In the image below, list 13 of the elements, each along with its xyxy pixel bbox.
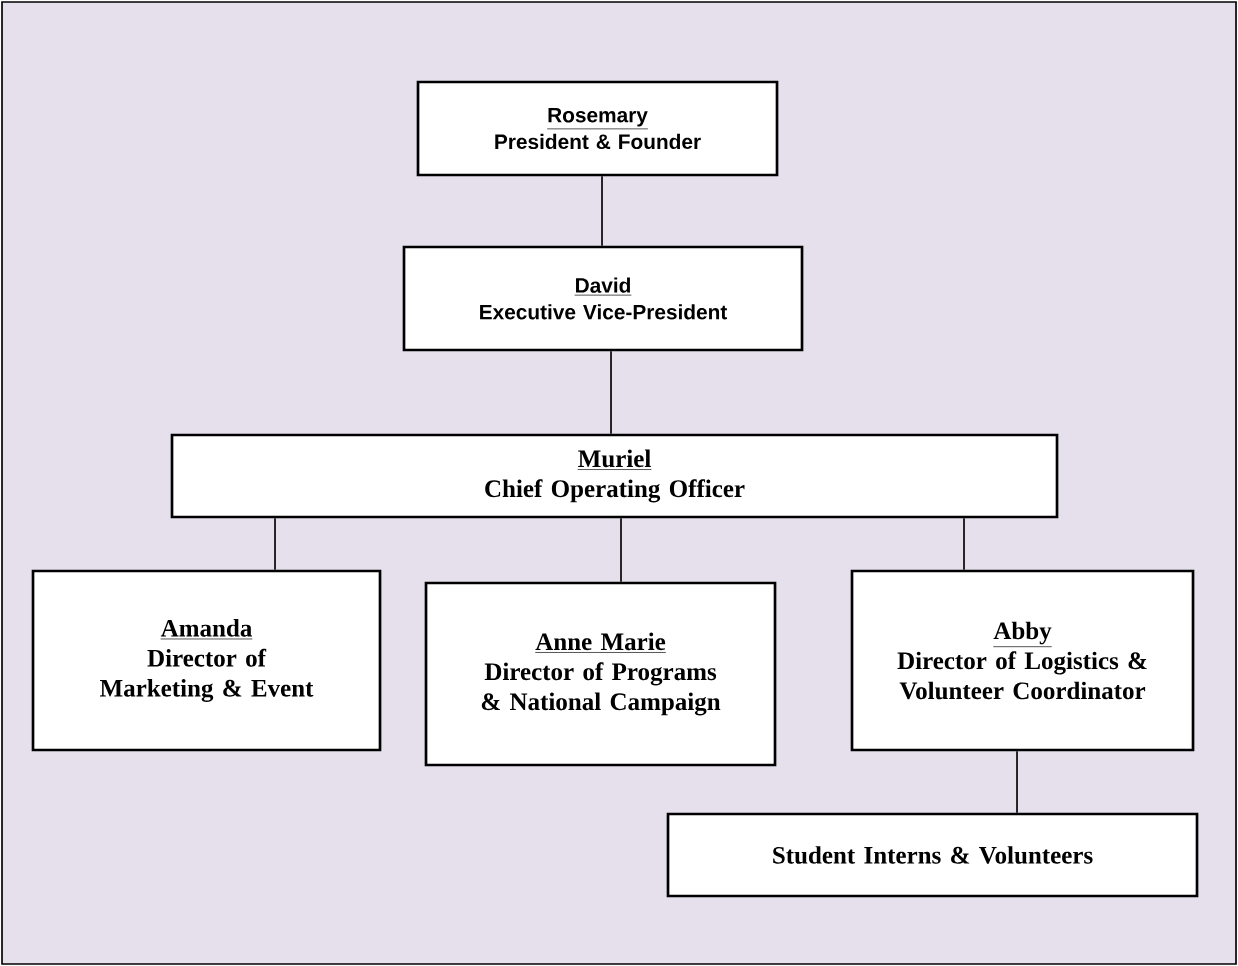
org-box: David Executive Vice-President [402,245,804,352]
org-box: Rosemary President & Founder [416,80,779,177]
connector-line [274,517,276,571]
connector-line [1016,750,1018,814]
connector-line [620,517,622,583]
connector-line [963,517,965,571]
connector-line [610,350,612,435]
org-box: Amanda Director of Marketing & Event [31,569,382,752]
connector-line [601,175,603,247]
org-box: Student Interns & Volunteers [666,812,1199,898]
org-box: Muriel Chief Operating Officer [170,433,1059,519]
org-box: Abby Director of Logistics & Volunteer Coordinator [850,569,1195,752]
org-box: Anne Marie Director of Programs & National Campaign [424,581,777,767]
